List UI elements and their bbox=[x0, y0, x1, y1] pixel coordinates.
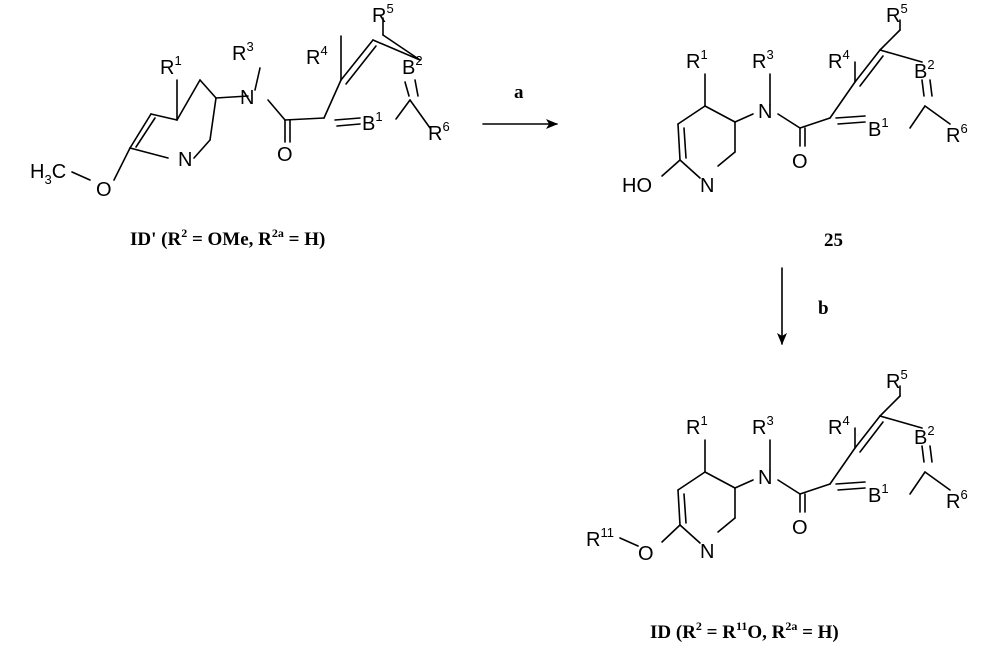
step-label-a: a bbox=[514, 82, 524, 103]
atom-O-ether: O bbox=[638, 543, 654, 565]
hydroxyl-group: HO bbox=[622, 175, 652, 197]
atom-R6: R6 bbox=[946, 487, 968, 513]
methyl-group: H3C bbox=[30, 161, 66, 187]
molecule-intermediate: R1 R3 R4 R5 B2 B1 R6 N N O HO bbox=[622, 1, 968, 197]
caption-start: ID' (R2 = OMe, R2a = H) bbox=[130, 226, 325, 250]
atom-O-ether: O bbox=[96, 179, 112, 201]
atom-N-pyridine: N bbox=[178, 149, 192, 171]
molecule-start: R1 R3 R4 R5 B2 B1 R6 N N O O H3C bbox=[30, 1, 450, 201]
atom-B2: B2 bbox=[914, 423, 935, 449]
atom-N-amide: N bbox=[240, 87, 254, 109]
atom-O-carbonyl: O bbox=[792, 151, 808, 173]
atom-R3: R3 bbox=[752, 47, 774, 73]
atom-R11: R11 bbox=[586, 525, 614, 551]
molecule-product: R1 R3 R4 R5 B2 B1 R6 N N O O R11 bbox=[586, 367, 968, 565]
atom-B1: B1 bbox=[868, 115, 889, 141]
step-label-b: b bbox=[818, 298, 829, 319]
atom-N-pyridine: N bbox=[700, 175, 714, 197]
atom-R6: R6 bbox=[428, 119, 450, 145]
atom-O-carbonyl: O bbox=[792, 517, 808, 539]
atom-N-pyridine: N bbox=[700, 541, 714, 563]
atom-B2: B2 bbox=[402, 53, 423, 79]
atom-R1: R1 bbox=[686, 413, 708, 439]
atom-N-amide: N bbox=[758, 467, 772, 489]
caption-intermediate: 25 bbox=[824, 230, 843, 251]
atom-R3: R3 bbox=[232, 39, 254, 65]
atom-R5: R5 bbox=[886, 1, 908, 27]
atom-R4: R4 bbox=[306, 43, 328, 69]
atom-R5: R5 bbox=[886, 367, 908, 393]
atom-B1: B1 bbox=[362, 109, 383, 135]
caption-product: ID (R2 = R11O, R2a = H) bbox=[650, 619, 839, 643]
atom-R1: R1 bbox=[160, 53, 182, 79]
atom-O-carbonyl: O bbox=[277, 144, 293, 166]
atom-B1: B1 bbox=[868, 481, 889, 507]
atom-R3: R3 bbox=[752, 413, 774, 439]
atom-B2: B2 bbox=[914, 57, 935, 83]
atom-R4: R4 bbox=[828, 47, 850, 73]
atom-R6: R6 bbox=[946, 121, 968, 147]
atom-R5: R5 bbox=[372, 1, 394, 27]
atom-R1: R1 bbox=[686, 47, 708, 73]
atom-R4: R4 bbox=[828, 413, 850, 439]
atom-N-amide: N bbox=[758, 101, 772, 123]
